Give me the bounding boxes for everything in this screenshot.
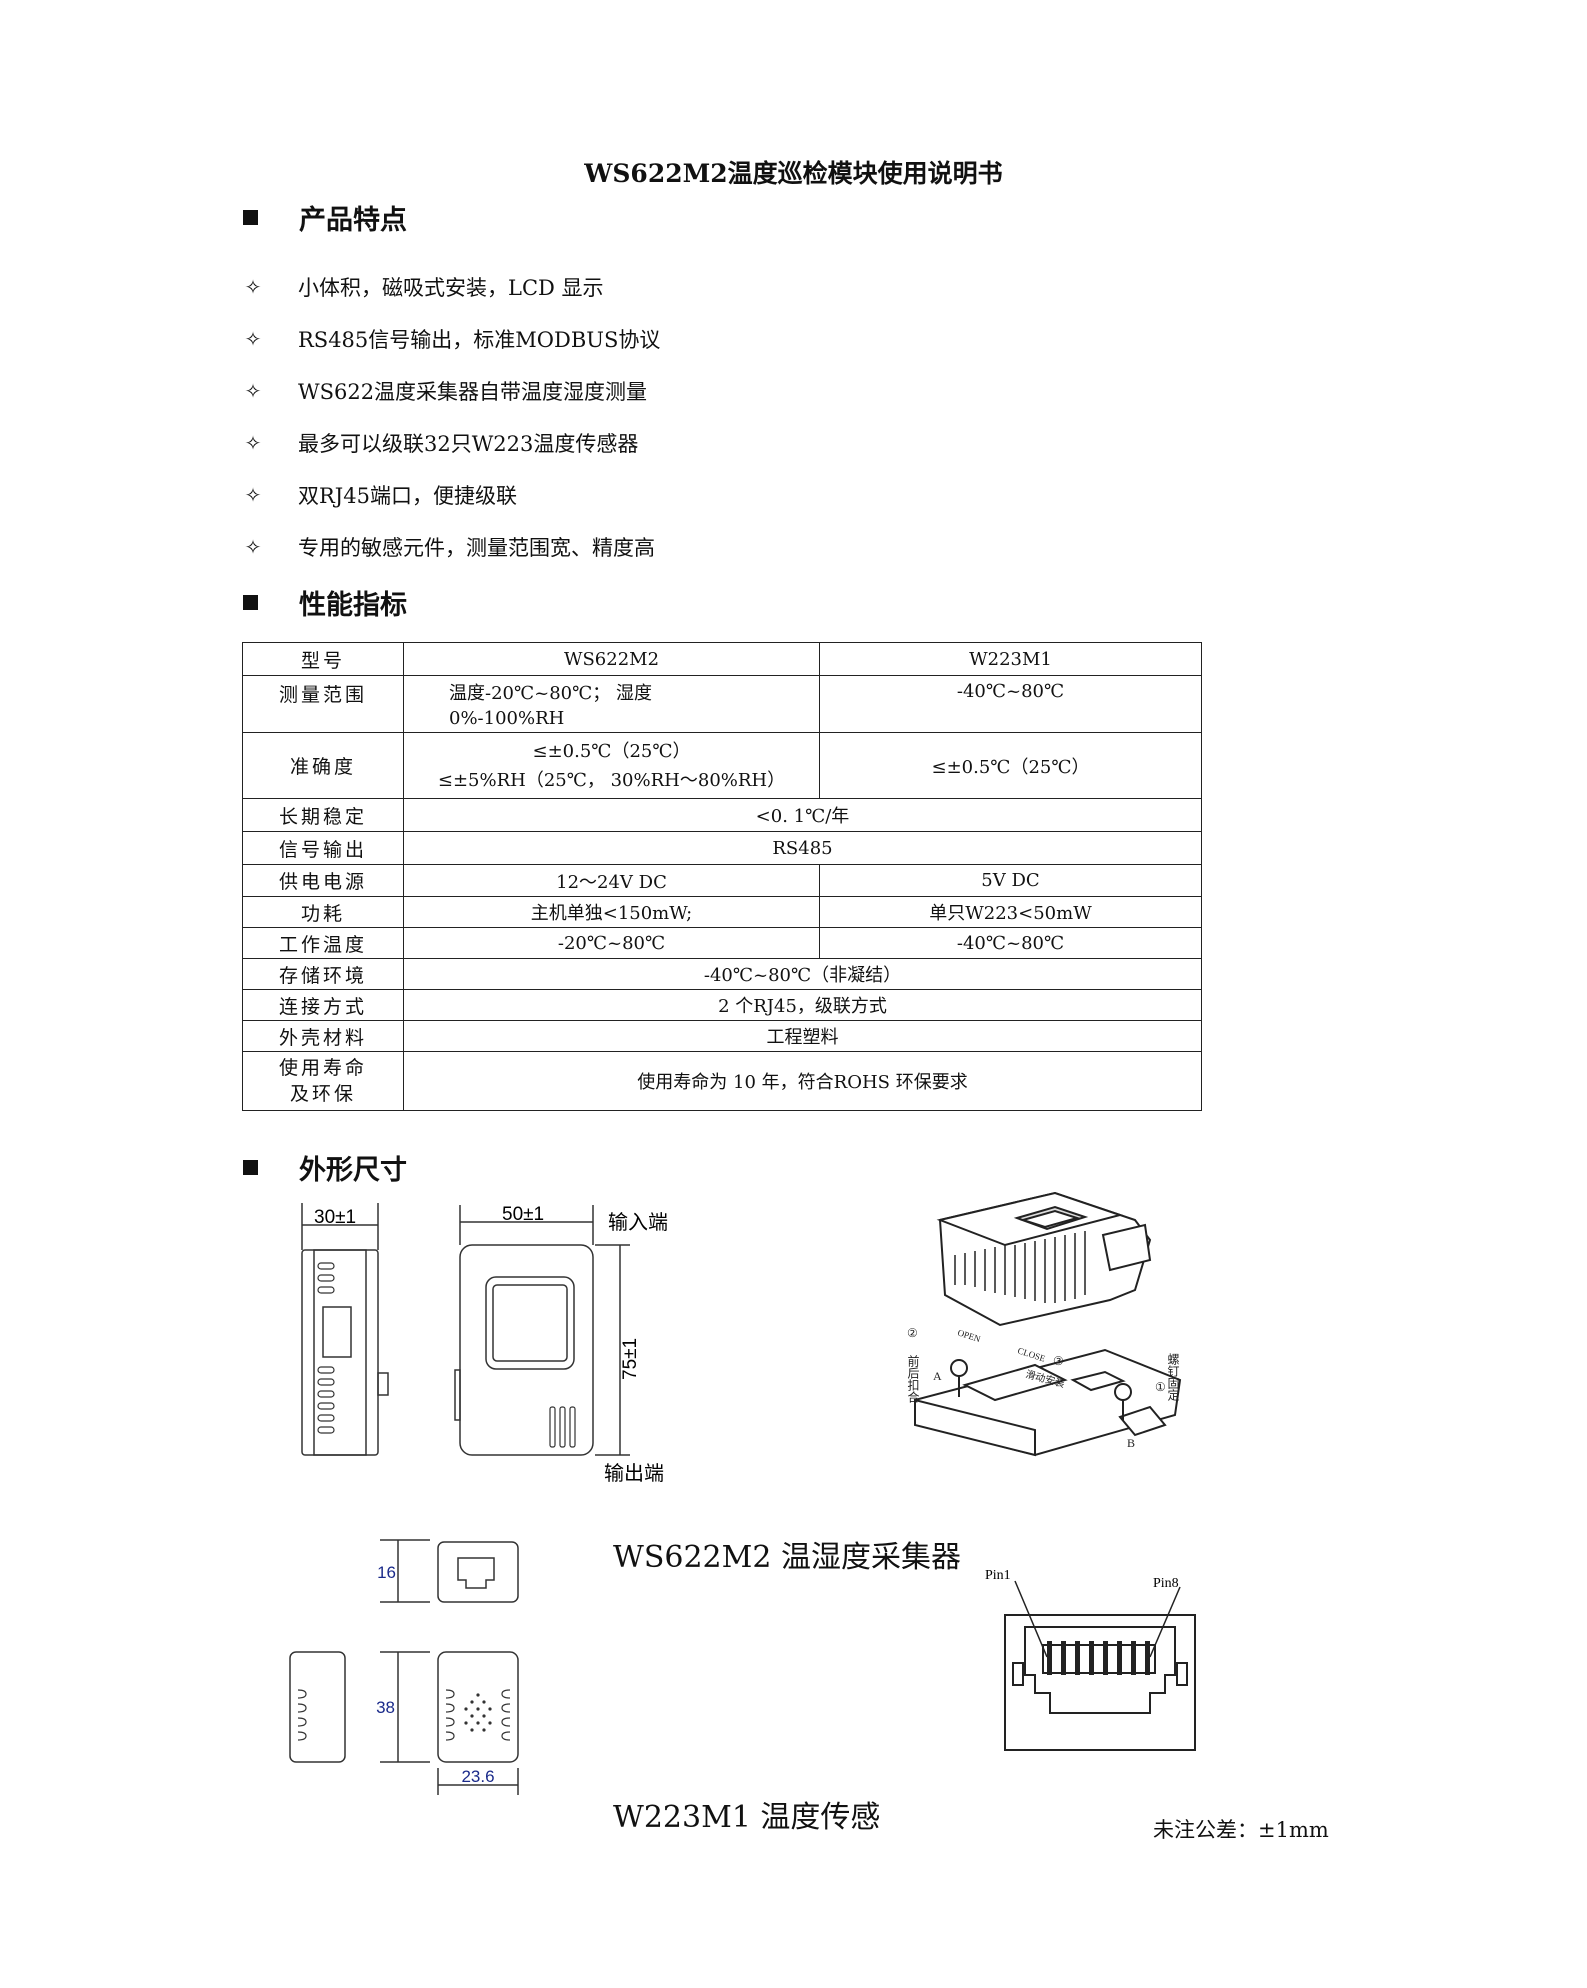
input-port-label: 输入端: [608, 1210, 668, 1234]
section-features-title: 产品特点: [299, 205, 407, 236]
table-row: 外壳材料 工程塑料: [242, 1020, 1202, 1052]
step2-marker: ②: [907, 1326, 918, 1340]
output-port-label: 输出端: [604, 1461, 664, 1485]
section-specs-title: 性能指标: [299, 590, 407, 621]
cell: 使用寿命为 10 年，符合ROHS 环保要求: [403, 1051, 1202, 1111]
feature-item: ✧RS485信号输出，标准MODBUS协议: [244, 327, 661, 352]
cell: 5V DC: [819, 864, 1202, 897]
table-row: 准确度 ≤±0.5℃（25℃） ≤±5%RH（25℃， 30%RH～80%RH）…: [242, 732, 1202, 799]
front-back-label: 前后扣合: [906, 1354, 920, 1403]
row-label: 长期稳定: [242, 798, 404, 832]
w223m1-caption: W223M1 温度传感: [613, 1800, 881, 1835]
row-label: 外壳材料: [242, 1020, 404, 1052]
section-dimensions: 外形尺寸: [243, 1148, 407, 1187]
header-w223m1: W223M1: [819, 642, 1202, 676]
spec-table: 型号 WS622M2 W223M1 测量范围 温度-20℃~80℃； 湿度 0%…: [242, 642, 1202, 1111]
row-label: 存储环境: [242, 958, 404, 990]
dim-38: 38: [376, 1698, 395, 1717]
cell: 工程塑料: [403, 1020, 1202, 1052]
table-row: 连接方式 2 个RJ45，级联方式: [242, 989, 1202, 1021]
table-row: 使用寿命 及环保 使用寿命为 10 年，符合ROHS 环保要求: [242, 1051, 1202, 1111]
row-label: 连接方式: [242, 989, 404, 1021]
ws622m2-caption: WS622M2 温湿度采集器: [613, 1540, 961, 1575]
four-point-star-icon: ✧: [244, 379, 262, 403]
table-row: 功耗 主机单独<150mW; 单只W223<50mW: [242, 896, 1202, 928]
section-dimensions-title: 外形尺寸: [299, 1155, 407, 1186]
cell: -40℃~80℃: [819, 675, 1202, 733]
dim-height: 75±1: [620, 1338, 641, 1380]
table-row: 工作温度 -20℃~80℃ -40℃~80℃: [242, 927, 1202, 959]
feature-item: ✧专用的敏感元件，测量范围宽、精度高: [244, 535, 655, 560]
pin1-label: Pin1: [985, 1568, 1011, 1583]
row-label: 测量范围: [242, 675, 404, 733]
four-point-star-icon: ✧: [244, 483, 262, 507]
table-row: 存储环境 -40℃~80℃（非凝结）: [242, 958, 1202, 990]
point-b-label: B: [1127, 1436, 1135, 1450]
isometric-install-drawing: ② 前后扣合 OPEN CLOSE ③ 滑动安装 ① 螺钉固定 A B: [906, 1191, 1182, 1457]
header-ws622m2: WS622M2: [403, 642, 820, 676]
four-point-star-icon: ✧: [244, 327, 262, 351]
four-point-star-icon: ✧: [244, 431, 262, 455]
pin8-label: Pin8: [1153, 1576, 1179, 1591]
dim-side-width: 30±1: [314, 1207, 356, 1228]
cell: RS485: [403, 831, 1202, 865]
table-row: 信号输出 RS485: [242, 831, 1202, 865]
table-row: 型号 WS622M2 W223M1: [242, 642, 1202, 676]
section-features: 产品特点: [243, 198, 407, 237]
table-row: 测量范围 温度-20℃~80℃； 湿度 0%-100%RH -40℃~80℃: [242, 675, 1202, 733]
row-label: 信号输出: [242, 831, 404, 865]
cell: <0. 1℃/年: [403, 798, 1202, 832]
cell: ≤±0.5℃（25℃） ≤±5%RH（25℃， 30%RH～80%RH）: [403, 732, 820, 799]
section-specs: 性能指标: [243, 583, 407, 622]
square-bullet-icon: [243, 1160, 258, 1175]
step1-marker: ①: [1155, 1380, 1166, 1394]
dim-23-6: 23.6: [461, 1767, 494, 1786]
step3-marker: ③: [1053, 1354, 1064, 1368]
feature-item: ✧最多可以级联32只W223温度传感器: [244, 431, 639, 456]
open-label: OPEN: [956, 1327, 982, 1344]
rj45-pinout-drawing: Pin1 Pin8: [985, 1568, 1196, 1751]
close-label: CLOSE: [1016, 1345, 1047, 1363]
four-point-star-icon: ✧: [244, 275, 262, 299]
row-label: 功耗: [242, 896, 404, 928]
cell: 2 个RJ45，级联方式: [403, 989, 1202, 1021]
four-point-star-icon: ✧: [244, 535, 262, 559]
row-label: 准确度: [242, 732, 404, 799]
row-label: 供电电源: [242, 864, 404, 897]
cell: 单只W223<50mW: [819, 896, 1202, 928]
cell: -40℃~80℃（非凝结）: [403, 958, 1202, 990]
table-row: 长期稳定 <0. 1℃/年: [242, 798, 1202, 832]
cell: -20℃~80℃: [403, 927, 820, 959]
point-a-label: A: [933, 1369, 942, 1383]
row-label: 型号: [242, 642, 404, 676]
ws622m2-dimension-drawing: 30±1 50±1 75±1 输入端 输出端: [301, 1203, 668, 1485]
tolerance-note: 未注公差：±1mm: [1153, 1818, 1329, 1842]
cell: ≤±0.5℃（25℃）: [819, 732, 1202, 799]
table-row: 供电电源 12～24V DC 5V DC: [242, 864, 1202, 897]
cell: -40℃~80℃: [819, 927, 1202, 959]
row-label: 使用寿命 及环保: [242, 1051, 404, 1111]
cell: 12～24V DC: [403, 864, 820, 897]
square-bullet-icon: [243, 210, 258, 225]
feature-item: ✧双RJ45端口，便捷级联: [244, 483, 517, 508]
w223m1-dimension-drawing: 16 38 23.6: [289, 1539, 519, 1795]
screw-label: 螺钉固定: [1166, 1353, 1180, 1402]
feature-item: ✧小体积，磁吸式安装，LCD 显示: [244, 275, 604, 300]
cell: 主机单独<150mW;: [403, 896, 820, 928]
cell: 温度-20℃~80℃； 湿度 0%-100%RH: [403, 675, 820, 733]
dim-front-width: 50±1: [502, 1204, 544, 1225]
dim-16: 16: [377, 1563, 396, 1582]
square-bullet-icon: [243, 595, 258, 610]
feature-item: ✧WS622温度采集器自带温度湿度测量: [244, 379, 648, 404]
row-label: 工作温度: [242, 927, 404, 959]
document-title: WS622M2温度巡检模块使用说明书: [584, 159, 1003, 188]
